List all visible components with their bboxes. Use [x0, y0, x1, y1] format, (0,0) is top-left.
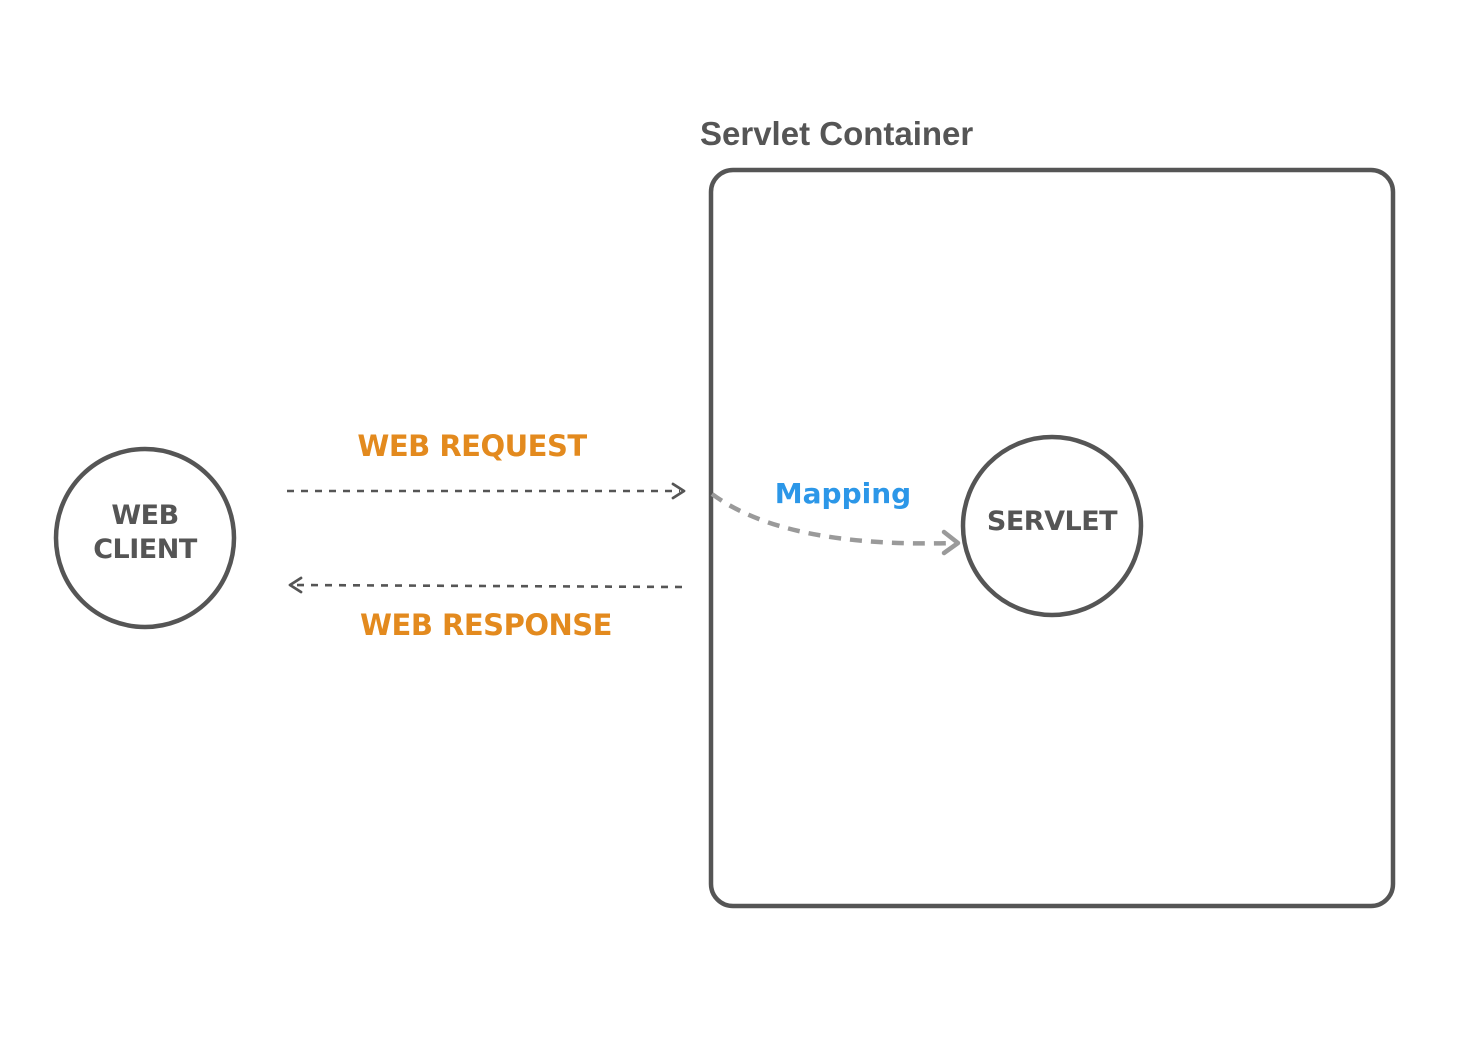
web-response-arrow [288, 576, 683, 594]
servlet-container-box [708, 167, 1396, 909]
web-client-label-line1: WEB [111, 500, 178, 531]
container-title: Servlet Container [700, 115, 973, 152]
servlet-circle [960, 434, 1144, 618]
web-client-circle [53, 446, 237, 630]
web-client-label-line2: CLIENT [93, 534, 198, 565]
mapping-curve [710, 492, 955, 546]
servlet-node: SERVLET [960, 434, 1144, 618]
mapping-label: Mapping [775, 477, 911, 510]
mapping-arrow [710, 492, 961, 556]
web-request-label: WEB REQUEST [357, 429, 587, 463]
web-request-arrowhead [671, 482, 686, 500]
mapping-arrowhead [941, 529, 961, 556]
web-response-line [293, 583, 683, 589]
web-request-arrow [287, 482, 686, 500]
web-response-label: WEB RESPONSE [360, 608, 612, 642]
web-client-node: WEB CLIENT [53, 446, 237, 630]
web-response-arrowhead [288, 576, 303, 594]
servlet-label: SERVLET [987, 506, 1118, 537]
